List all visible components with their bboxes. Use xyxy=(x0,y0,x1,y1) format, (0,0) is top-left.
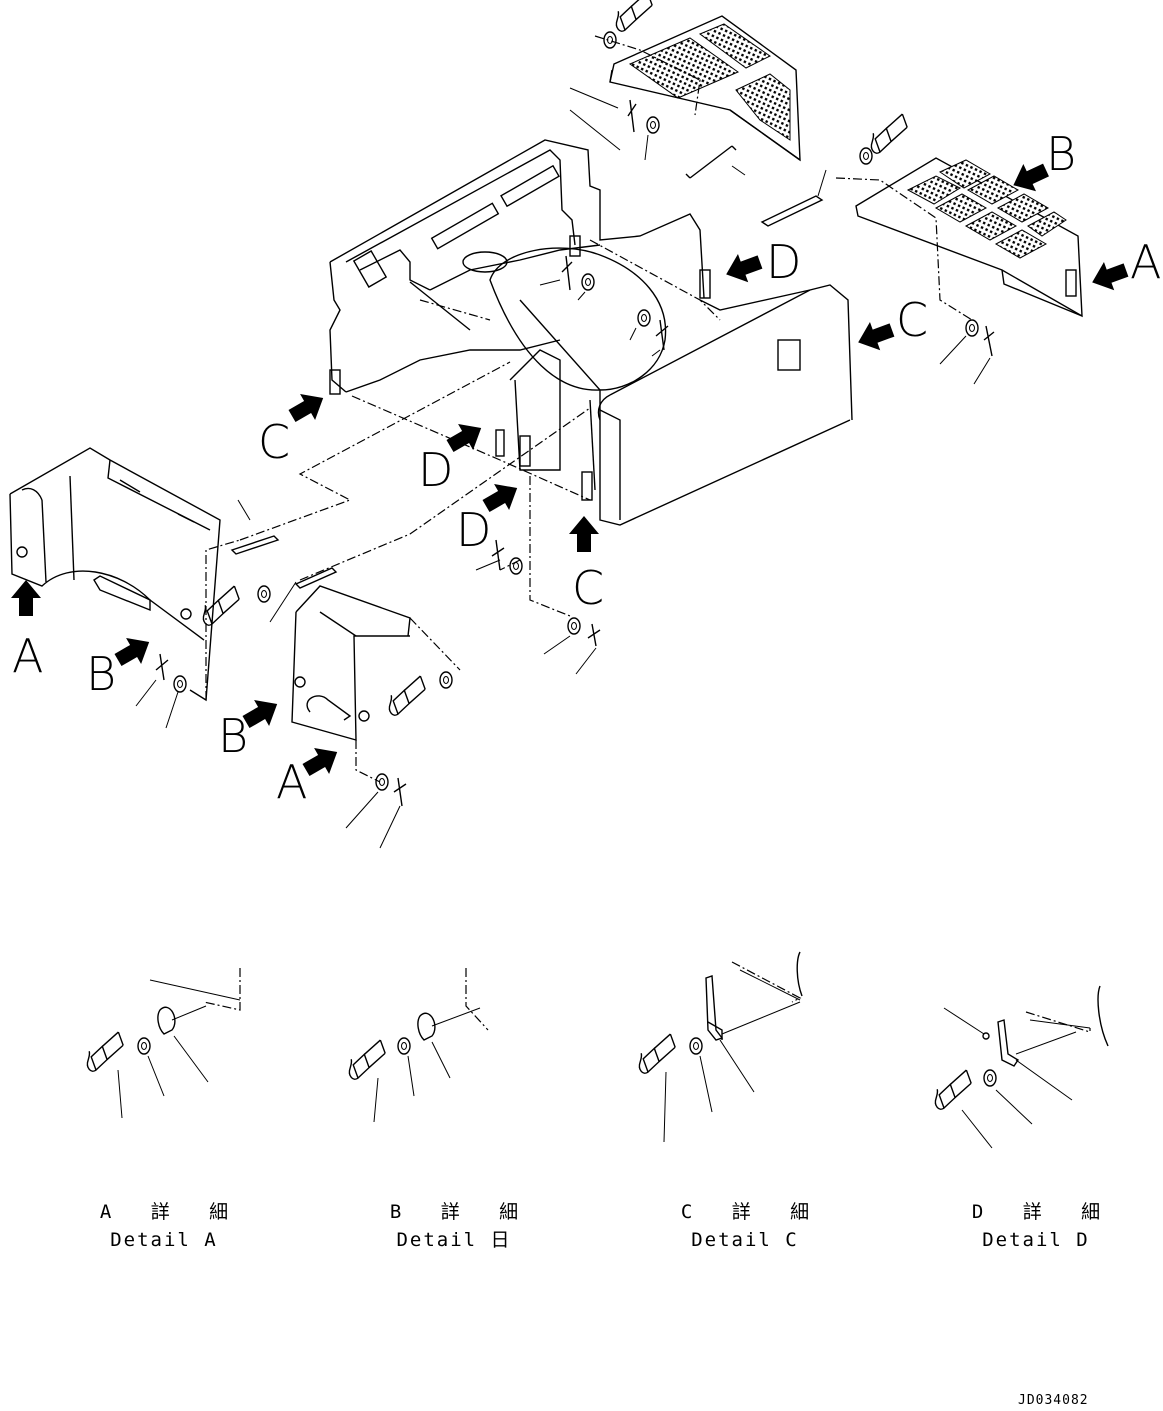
document-id: JD034082 xyxy=(1018,1393,1089,1408)
detail-c-caption: C 詳 細 Detail C xyxy=(665,1198,825,1254)
detail-c-caption-en: Detail C xyxy=(691,1229,799,1251)
left-side-cover xyxy=(9,447,280,729)
callout-letters: B A D C C D D C A B B A xyxy=(12,127,1161,809)
callout-a-center: A xyxy=(276,755,307,809)
arrow-a-left xyxy=(11,580,41,616)
detail-c-drawing xyxy=(631,951,803,1143)
callout-c-right: C xyxy=(896,293,928,347)
arrow-a-right-cover xyxy=(1087,255,1132,297)
detail-d-caption-jp: D 詳 細 xyxy=(971,1201,1115,1223)
detail-a-caption-jp: A 詳 細 xyxy=(99,1201,243,1223)
center-fasteners xyxy=(539,255,669,357)
detail-b-caption-jp: B 詳 細 xyxy=(389,1201,533,1223)
top-mesh-cover xyxy=(569,0,801,179)
callout-b-left: B xyxy=(86,647,116,701)
detail-a-caption-en: Detail A xyxy=(110,1229,218,1251)
detail-d-caption-en: Detail D xyxy=(982,1229,1090,1251)
arrow-d-top xyxy=(721,247,766,289)
callout-c-bottom: C xyxy=(572,561,604,615)
detail-b-drawing xyxy=(341,968,489,1123)
callout-b-top: B xyxy=(1046,127,1076,181)
callout-a-left: A xyxy=(12,629,43,683)
detail-a-drawing xyxy=(79,968,241,1119)
callout-c-left: C xyxy=(258,415,290,469)
arrow-b-left xyxy=(110,629,157,673)
callout-a-right: A xyxy=(1130,235,1161,289)
right-mesh-cover xyxy=(760,113,1083,385)
callout-b-center: B xyxy=(218,709,248,763)
callout-d-top: D xyxy=(766,235,801,289)
arrow-c-right xyxy=(853,315,898,357)
arrow-c-bottom xyxy=(569,516,599,552)
arrow-c-left xyxy=(284,385,331,429)
main-frame xyxy=(329,139,853,526)
detail-b-caption: B 詳 細 Detail 日 xyxy=(374,1198,534,1254)
detail-c-caption-jp: C 詳 細 xyxy=(680,1201,824,1223)
callout-d-center-upper: D xyxy=(418,443,453,497)
detail-b-caption-en: Detail 日 xyxy=(396,1229,512,1251)
callout-arrows xyxy=(11,156,1132,783)
assembly-guide-lines xyxy=(239,361,601,675)
callout-d-center-lower: D xyxy=(456,503,491,557)
center-left-cover xyxy=(269,567,453,849)
detail-d-drawing xyxy=(927,985,1109,1149)
detail-a-caption: A 詳 細 Detail A xyxy=(84,1198,244,1254)
detail-d-caption: D 詳 細 Detail D xyxy=(956,1198,1116,1254)
